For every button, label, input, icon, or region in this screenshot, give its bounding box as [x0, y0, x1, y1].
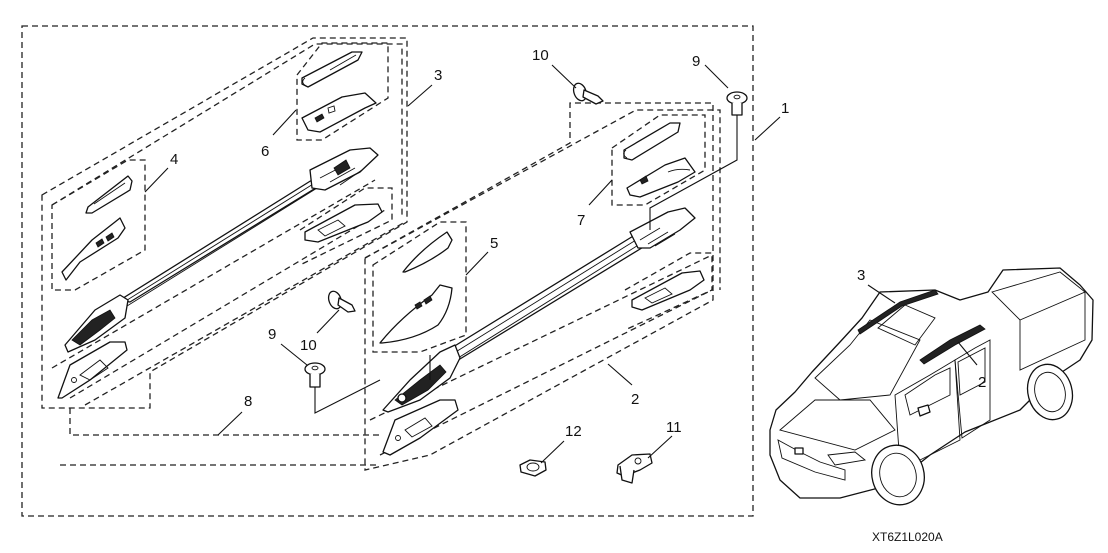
grommet-12: [519, 459, 547, 477]
left-front-cover-4: [61, 175, 133, 281]
left-roof-rail: [64, 147, 379, 353]
leader-9-top: [704, 64, 729, 89]
callout-8: 8: [244, 393, 252, 410]
leader-7: [588, 179, 613, 206]
bolt-9-mid-link: [314, 355, 431, 414]
callout-4: 4: [170, 151, 178, 168]
vehicle-illustration: [769, 267, 1094, 506]
cover-set-box-4: [51, 159, 146, 291]
callout-10-top: 10: [532, 47, 549, 64]
cover-set-box-6: [296, 42, 389, 141]
callout-7: 7: [577, 212, 585, 229]
screw-10-top: [572, 82, 604, 105]
vehicle-leader-2: [957, 341, 978, 366]
vehicle-callout-2: 2: [978, 374, 986, 391]
leader-5: [465, 251, 489, 276]
cover-set-box-5: [372, 221, 467, 353]
left-lower-dash: [51, 179, 376, 369]
clip-11: [616, 453, 653, 484]
leader-3: [407, 84, 433, 107]
screw-10-mid: [327, 290, 356, 313]
leader-10-top: [551, 64, 577, 89]
left-lower-dash-3: [84, 221, 406, 406]
callout-5: 5: [490, 235, 498, 252]
leader-1: [754, 116, 781, 141]
left-rail-boundary-3: [41, 37, 408, 409]
right-base-pad-box: [624, 252, 713, 331]
leader-6: [272, 109, 297, 136]
bolt-9-mid: [304, 362, 326, 388]
right-roof-rail: [382, 207, 696, 413]
callout-9-mid: 9: [268, 326, 276, 343]
left-rear-cover-6: [301, 51, 377, 133]
callout-3: 3: [434, 67, 442, 84]
cover-set-box-7: [611, 114, 706, 206]
leader-9-mid: [280, 343, 308, 366]
base-pad-set-boundary-8: [69, 408, 380, 436]
leader-8: [217, 411, 243, 436]
vehicle-leader-3: [867, 284, 896, 304]
bolt-9-top: [726, 91, 748, 116]
leader-11: [647, 435, 673, 459]
diagram-code: XT6Z1L020A: [872, 530, 943, 544]
callout-10-mid: 10: [300, 337, 317, 354]
left-rail-inner-boundary: [51, 43, 403, 218]
callout-1: 1: [781, 100, 789, 117]
callout-12: 12: [565, 423, 582, 440]
right-front-cover-5: [379, 231, 453, 344]
right-front-base-pad: [382, 399, 459, 456]
right-rail-boundary-2: [364, 102, 714, 471]
leader-2: [607, 363, 633, 386]
left-lower-dash-2: [69, 209, 386, 399]
right-rear-base-pad: [631, 270, 705, 311]
callout-2: 2: [631, 391, 639, 408]
left-base-pad-box: [299, 187, 393, 266]
leader-12: [540, 440, 565, 464]
kit-boundary-1: [21, 25, 754, 517]
bolt-9-top-link: [649, 115, 738, 230]
right-rail-boundary-2-outer: [364, 109, 721, 290]
callout-6: 6: [261, 143, 269, 160]
left-front-base-pad: [57, 341, 128, 399]
left-rear-base-pad: [304, 203, 383, 243]
leader-4: [144, 167, 169, 193]
vehicle-callout-3: 3: [857, 267, 865, 284]
callout-11: 11: [666, 419, 682, 436]
callout-9-top: 9: [692, 53, 700, 70]
leader-10-mid: [316, 309, 340, 334]
right-rear-cover-7: [623, 122, 696, 198]
